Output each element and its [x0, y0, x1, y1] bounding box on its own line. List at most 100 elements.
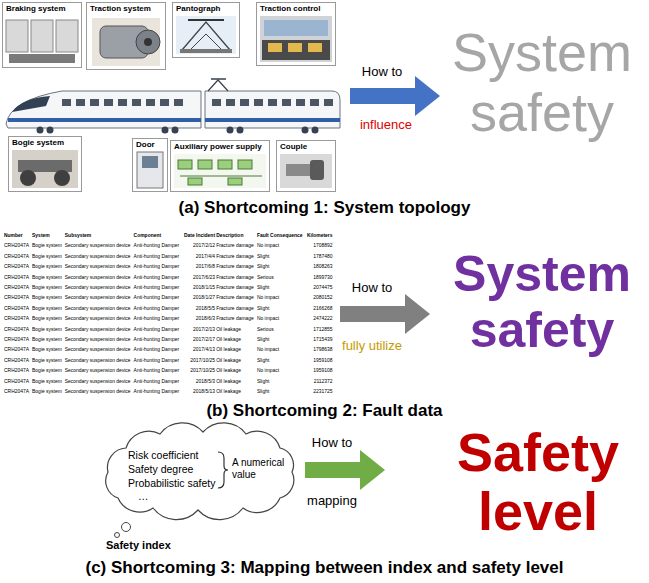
train-illustration: [227, 127, 234, 134]
table-cell: CRH2047A: [4, 244, 29, 249]
table-cell: CRH2047A: [4, 328, 29, 333]
table-cell: Slight: [257, 390, 269, 395]
table-cell: 2080152: [306, 296, 333, 301]
train-illustration: [76, 99, 85, 106]
train-illustration: [211, 78, 226, 80]
table-cell: Anti-hunting Damper: [134, 338, 179, 343]
train-illustration: [296, 99, 305, 106]
auxiliary-power-photo: [180, 176, 262, 177]
component-photo-box: Auxiliary power supply: [170, 140, 270, 192]
table-cell: 2017/10/25: [182, 359, 215, 364]
table-header: Component: [134, 234, 162, 239]
pantograph-photo: [180, 49, 232, 53]
table-cell: CRH2047A: [4, 390, 29, 395]
train-illustration: [132, 99, 141, 106]
table-cell: Serious: [257, 328, 274, 333]
table-cell: 1959108: [306, 359, 333, 364]
table-cell: CRH2047A: [4, 380, 29, 385]
table-cell: Bogie system: [32, 286, 62, 291]
table-header: Number: [4, 234, 23, 239]
auxiliary-power-photo: [188, 178, 202, 185]
train-illustration: [90, 99, 99, 106]
table-cell: Anti-hunting Damper: [134, 296, 179, 301]
table-cell: Secondary suspension device: [65, 390, 131, 395]
pantograph-photo: [182, 22, 230, 50]
brace: [218, 452, 228, 488]
table-cell: 2018/5/13: [182, 390, 215, 395]
arrow-label: How to: [346, 64, 418, 80]
table-cell: Anti-hunting Damper: [134, 390, 179, 395]
train-illustration: [174, 99, 183, 106]
table-cell: Bogie system: [32, 380, 62, 385]
arrow-label: How to: [336, 280, 408, 296]
component-label: Braking system: [5, 4, 67, 14]
auxiliary-power-photo: [174, 154, 266, 188]
table-cell: CRH2047A: [4, 359, 29, 364]
pantograph-photo: [190, 34, 222, 50]
table-cell: Fracture damage: [216, 255, 254, 260]
train-illustration: [118, 99, 127, 106]
table-cell: Bogie system: [32, 317, 62, 322]
table-cell: CRH2047A: [4, 286, 29, 291]
table-cell: 2018/1/27: [182, 296, 215, 301]
component-label: Pantograph: [175, 4, 221, 14]
door-photo: [142, 156, 158, 168]
component-label: Bogie system: [11, 138, 65, 148]
table-cell: 2074475: [306, 286, 333, 291]
table-header: Subsystem: [65, 234, 91, 239]
door-photo: [137, 152, 163, 188]
table-cell: Oil leakage: [216, 390, 241, 395]
bogie-photo: [20, 170, 36, 186]
table-cell: Fracture damage: [216, 276, 254, 281]
table-cell: 2017/4/13: [182, 348, 215, 353]
table-cell: Bogie system: [32, 348, 62, 353]
auxiliary-power-photo: [218, 160, 232, 169]
table-cell: No impact: [257, 369, 279, 374]
table-cell: No impact: [257, 244, 279, 249]
coupler-photo: [310, 160, 324, 180]
bogie-photo: [12, 150, 78, 188]
traction-control-photo: [308, 43, 322, 52]
table-cell: Bogie system: [32, 390, 62, 395]
table-cell: 2231725: [306, 390, 333, 395]
train-illustration: [205, 91, 340, 128]
table-cell: 2474222: [306, 317, 333, 322]
train-illustration: [312, 127, 319, 134]
table-cell: Fracture damage: [216, 296, 254, 301]
table-cell: Bogie system: [32, 296, 62, 301]
subfigure-caption: (a) Shortcoming 1: System topology: [0, 198, 649, 218]
table-cell: Bogie system: [32, 255, 62, 260]
auxiliary-power-photo: [178, 160, 192, 169]
headline-text: System safety: [438, 22, 646, 143]
index-item: …: [138, 490, 149, 503]
table-cell: Anti-hunting Damper: [134, 369, 179, 374]
table-cell: 1715439: [306, 338, 333, 343]
component-label: Auxiliary power supply: [173, 142, 263, 152]
arrow-label: How to: [296, 435, 368, 451]
coupler-photo: [280, 154, 332, 188]
table-cell: Bogie system: [32, 307, 62, 312]
table-cell: No impact: [257, 348, 279, 353]
cloud-shape: [106, 423, 294, 520]
train-illustration: [226, 99, 235, 106]
table-cell: Anti-hunting Damper: [134, 244, 179, 249]
table-cell: Secondary suspension device: [65, 369, 131, 374]
train-illustration: [205, 118, 340, 122]
table-cell: Secondary suspension device: [65, 255, 131, 260]
table-cell: Oil leakage: [216, 380, 241, 385]
pantograph-photo: [176, 16, 236, 54]
table-cell: 1787480: [306, 255, 333, 260]
table-cell: Anti-hunting Damper: [134, 348, 179, 353]
table-cell: Anti-hunting Damper: [134, 328, 179, 333]
table-cell: 2018/5/5: [182, 307, 215, 312]
table-header: Kilometers: [306, 234, 333, 239]
auxiliary-power-photo: [198, 160, 212, 169]
table-cell: No impact: [257, 296, 279, 301]
table-cell: CRH2047A: [4, 255, 29, 260]
table-cell: Bogie system: [32, 359, 62, 364]
table-cell: Secondary suspension device: [65, 348, 131, 353]
index-item: Probabilistic safety: [128, 477, 216, 490]
auxiliary-power-photo: [228, 178, 242, 185]
subfigure-caption: (b) Shortcoming 2: Fault data: [0, 401, 649, 421]
table-header: Fault Consequence: [257, 234, 303, 239]
